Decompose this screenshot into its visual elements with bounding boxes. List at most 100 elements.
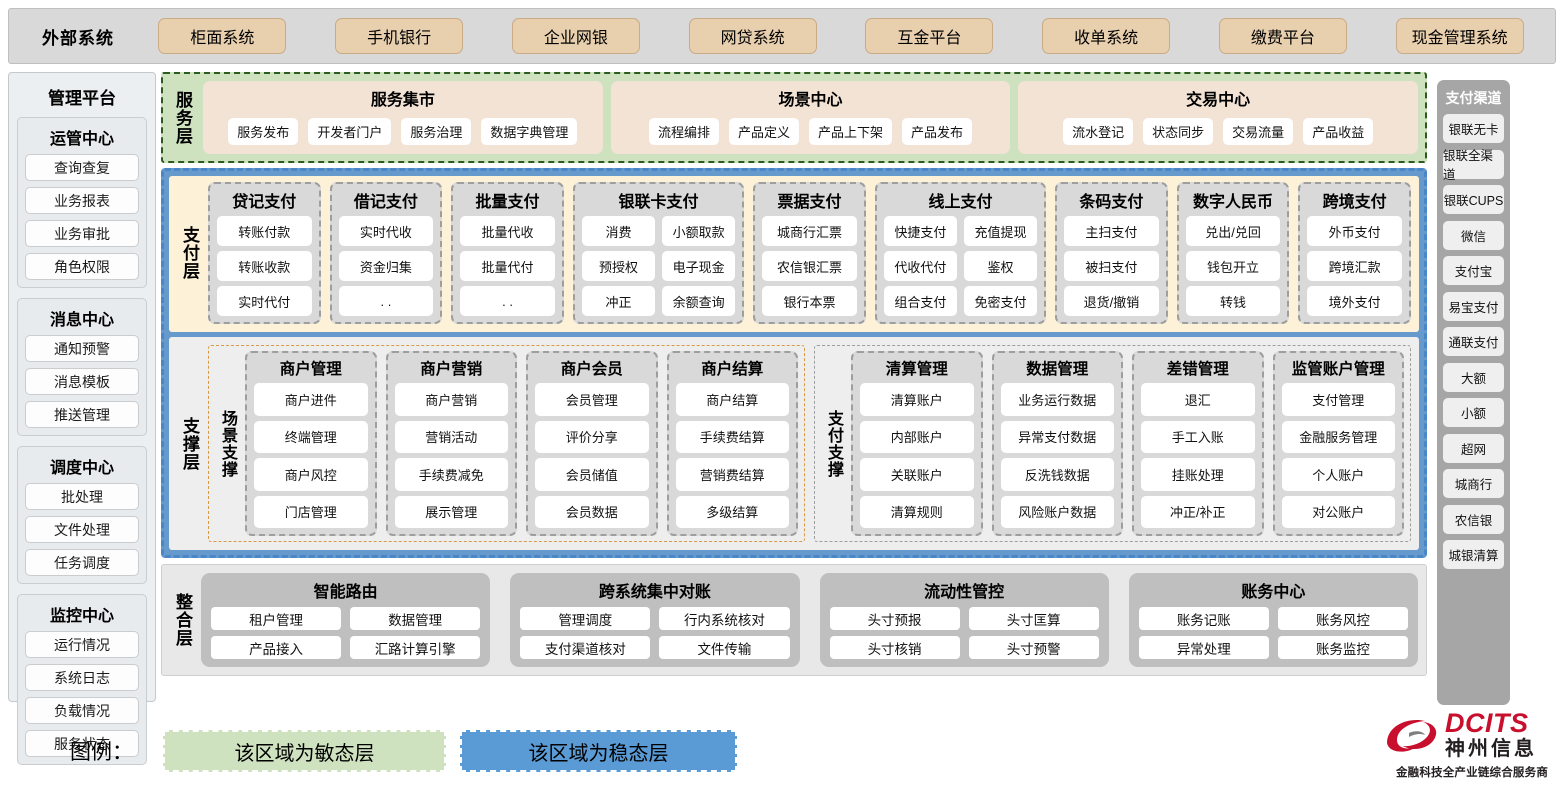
external-system-item[interactable]: 手机银行 xyxy=(335,18,464,54)
support-chip[interactable]: 内部账户 xyxy=(860,420,974,453)
support-chip[interactable]: 手工入账 xyxy=(1141,420,1255,453)
support-chip[interactable]: 手续费减免 xyxy=(394,458,508,491)
payment-chip[interactable]: 小额取款 xyxy=(662,216,736,246)
support-chip[interactable]: 商户结算 xyxy=(675,383,789,416)
support-chip[interactable]: 终端管理 xyxy=(254,420,368,453)
support-chip[interactable]: 商户风控 xyxy=(254,458,368,491)
payment-chip[interactable]: 预授权 xyxy=(581,251,656,281)
support-chip[interactable]: 会员储值 xyxy=(535,458,649,491)
payment-chip[interactable]: 免密支付 xyxy=(963,286,1038,316)
support-chip[interactable]: 风险账户数据 xyxy=(1000,495,1114,528)
payment-chip[interactable]: 批量代付 xyxy=(460,251,555,281)
external-system-item[interactable]: 柜面系统 xyxy=(158,18,287,54)
support-chip[interactable]: 评价分享 xyxy=(535,420,649,453)
payment-channel-item[interactable]: 城商行 xyxy=(1443,469,1504,498)
payment-chip[interactable]: 消费 xyxy=(581,216,656,246)
integration-chip[interactable]: 头寸匡算 xyxy=(968,607,1099,630)
payment-channel-item[interactable]: 支付宝 xyxy=(1443,256,1504,285)
service-chip[interactable]: 流水登记 xyxy=(1063,117,1134,145)
payment-channel-item[interactable]: 超网 xyxy=(1443,433,1504,463)
payment-chip[interactable]: 被扫支付 xyxy=(1064,251,1159,281)
support-chip[interactable]: 金融服务管理 xyxy=(1281,420,1395,453)
payment-channel-item[interactable]: 微信 xyxy=(1443,220,1504,250)
service-chip[interactable]: 产品收益 xyxy=(1303,117,1374,145)
support-chip[interactable]: 会员数据 xyxy=(535,495,649,528)
payment-channel-item[interactable]: 通联支付 xyxy=(1443,327,1504,356)
payment-channel-item[interactable]: 城银清算 xyxy=(1443,540,1504,569)
sidebar-item[interactable]: 批处理 xyxy=(25,483,139,510)
sidebar-item[interactable]: 通知预警 xyxy=(25,335,139,362)
support-chip[interactable]: 业务运行数据 xyxy=(1000,383,1114,416)
integration-chip[interactable]: 数据管理 xyxy=(350,607,481,630)
external-system-item[interactable]: 网贷系统 xyxy=(688,18,817,54)
integration-chip[interactable]: 账务监控 xyxy=(1277,636,1408,659)
payment-channel-item[interactable]: 银联CUPS xyxy=(1443,185,1504,214)
service-chip[interactable]: 产品发布 xyxy=(902,117,973,145)
support-chip[interactable]: 对公账户 xyxy=(1281,495,1395,528)
payment-chip[interactable]: 快捷支付 xyxy=(883,216,957,246)
sidebar-item[interactable]: 业务报表 xyxy=(25,187,139,214)
payment-chip[interactable]: 实时代付 xyxy=(217,286,312,316)
sidebar-item[interactable]: 业务审批 xyxy=(25,220,139,247)
external-system-item[interactable]: 缴费平台 xyxy=(1218,18,1347,54)
support-chip[interactable]: 门店管理 xyxy=(254,495,368,528)
payment-chip[interactable]: 组合支付 xyxy=(883,286,957,316)
integration-chip[interactable]: 头寸预报 xyxy=(829,607,960,630)
payment-chip[interactable]: 钱包开立 xyxy=(1185,251,1281,281)
payment-chip[interactable]: 资金归集 xyxy=(338,251,434,281)
integration-chip[interactable]: 头寸核销 xyxy=(829,636,960,659)
external-system-item[interactable]: 企业网银 xyxy=(511,18,640,54)
external-system-item[interactable]: 收单系统 xyxy=(1042,18,1171,54)
support-chip[interactable]: 展示管理 xyxy=(394,495,508,528)
support-chip[interactable]: 挂账处理 xyxy=(1141,458,1255,491)
payment-channel-item[interactable]: 易宝支付 xyxy=(1443,291,1504,321)
support-chip[interactable]: 个人账户 xyxy=(1281,458,1395,491)
sidebar-item[interactable]: 负载情况 xyxy=(25,697,139,724)
support-chip[interactable]: 营销费结算 xyxy=(675,458,789,491)
sidebar-item[interactable]: 查询查复 xyxy=(25,154,139,181)
service-chip[interactable]: 交易流量 xyxy=(1223,117,1294,145)
payment-chip[interactable]: 冲正 xyxy=(581,286,656,316)
payment-chip[interactable]: 退货/撤销 xyxy=(1064,286,1159,316)
payment-chip[interactable]: 境外支付 xyxy=(1307,286,1402,316)
sidebar-item[interactable]: 系统日志 xyxy=(25,664,139,691)
payment-chip[interactable]: 转钱 xyxy=(1185,286,1281,316)
payment-channel-item[interactable]: 农信银 xyxy=(1443,504,1504,534)
support-chip[interactable]: 多级结算 xyxy=(675,495,789,528)
service-chip[interactable]: 服务发布 xyxy=(228,117,299,145)
payment-chip[interactable]: 外币支付 xyxy=(1307,216,1402,246)
service-chip[interactable]: 流程编排 xyxy=(648,117,719,145)
integration-chip[interactable]: 行内系统核对 xyxy=(659,607,790,630)
payment-chip[interactable]: 充值提现 xyxy=(963,216,1038,246)
support-chip[interactable]: 关联账户 xyxy=(860,458,974,491)
service-chip[interactable]: 数据字典管理 xyxy=(481,117,578,145)
payment-channel-item[interactable]: 银联无卡 xyxy=(1443,114,1504,143)
support-chip[interactable]: 营销活动 xyxy=(394,420,508,453)
service-chip[interactable]: 产品定义 xyxy=(728,117,799,145)
payment-channel-item[interactable]: 小额 xyxy=(1443,398,1504,427)
payment-chip[interactable]: 跨境汇款 xyxy=(1307,251,1402,281)
external-system-item[interactable]: 现金管理系统 xyxy=(1395,18,1524,54)
service-chip[interactable]: 服务治理 xyxy=(401,117,472,145)
integration-chip[interactable]: 账务记账 xyxy=(1138,607,1269,630)
payment-chip[interactable]: 鉴权 xyxy=(963,251,1038,281)
payment-chip[interactable]: 转账付款 xyxy=(217,216,312,246)
support-chip[interactable]: 退汇 xyxy=(1141,383,1255,416)
support-chip[interactable]: 异常支付数据 xyxy=(1000,420,1114,453)
integration-chip[interactable]: 管理调度 xyxy=(520,607,651,630)
sidebar-item[interactable]: 任务调度 xyxy=(25,549,139,576)
sidebar-item[interactable]: 文件处理 xyxy=(25,516,139,543)
service-chip[interactable]: 产品上下架 xyxy=(809,117,893,145)
sidebar-item[interactable]: 服务状态 xyxy=(25,730,139,757)
payment-chip[interactable]: 农信银汇票 xyxy=(762,251,857,281)
payment-chip[interactable]: 实时代收 xyxy=(338,216,434,246)
payment-chip[interactable]: 转账收款 xyxy=(217,251,312,281)
payment-chip[interactable]: 兑出/兑回 xyxy=(1185,216,1281,246)
payment-channel-item[interactable]: 大额 xyxy=(1443,362,1504,392)
support-chip[interactable]: 手续费结算 xyxy=(675,420,789,453)
support-chip[interactable]: 清算规则 xyxy=(860,495,974,528)
service-chip[interactable]: 状态同步 xyxy=(1143,117,1214,145)
integration-chip[interactable]: 汇路计算引擎 xyxy=(350,636,481,659)
payment-chip[interactable]: 代收代付 xyxy=(883,251,957,281)
sidebar-item[interactable]: 运行情况 xyxy=(25,631,139,658)
